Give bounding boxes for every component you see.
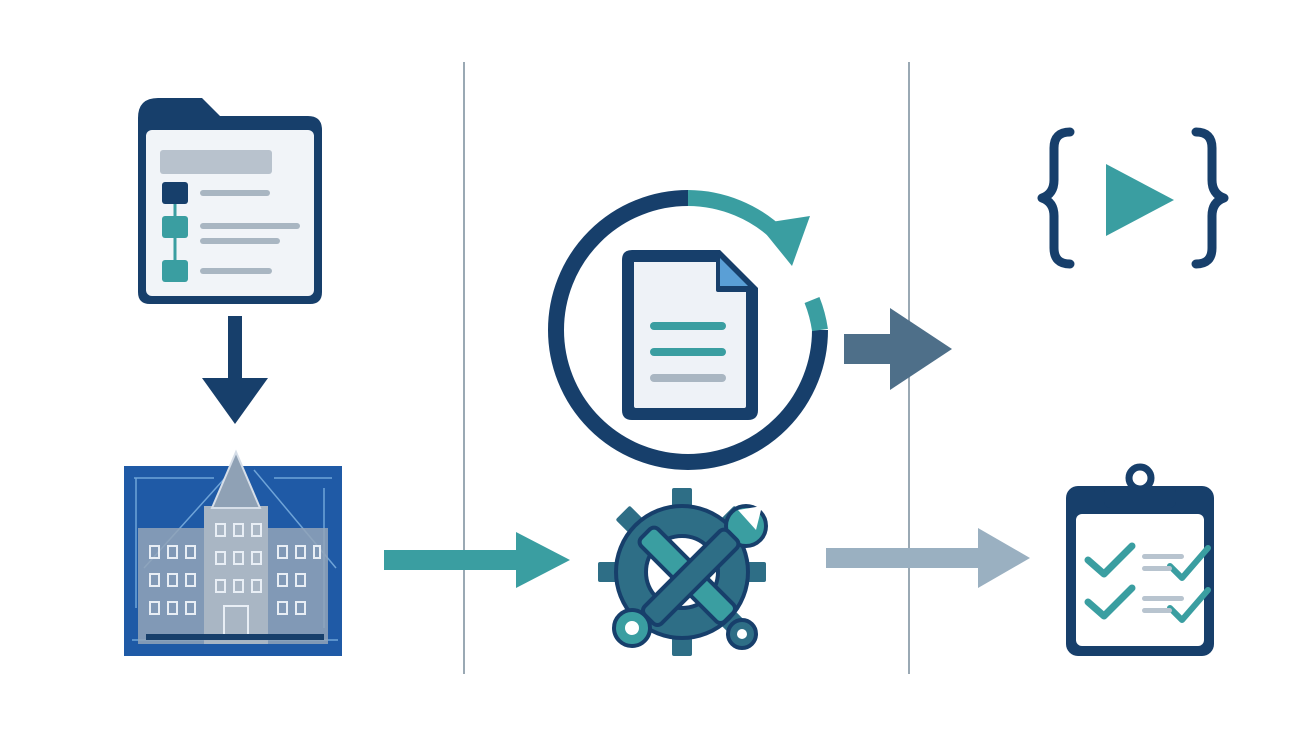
flow-arrow-slate: [844, 308, 952, 390]
document-sync-icon: [548, 190, 828, 470]
flow-arrow-teal: [384, 532, 570, 588]
down-arrow-icon: [202, 316, 268, 424]
flow-arrow-gray: [826, 528, 1030, 588]
gear-wrench-icon: [598, 488, 768, 656]
column-divider-1: [463, 62, 465, 674]
building-blueprint-icon: [124, 449, 342, 656]
folder-tree-icon: [138, 98, 322, 304]
checklist-clipboard-icon: [1066, 463, 1214, 656]
code-play-icon: [1037, 127, 1229, 269]
